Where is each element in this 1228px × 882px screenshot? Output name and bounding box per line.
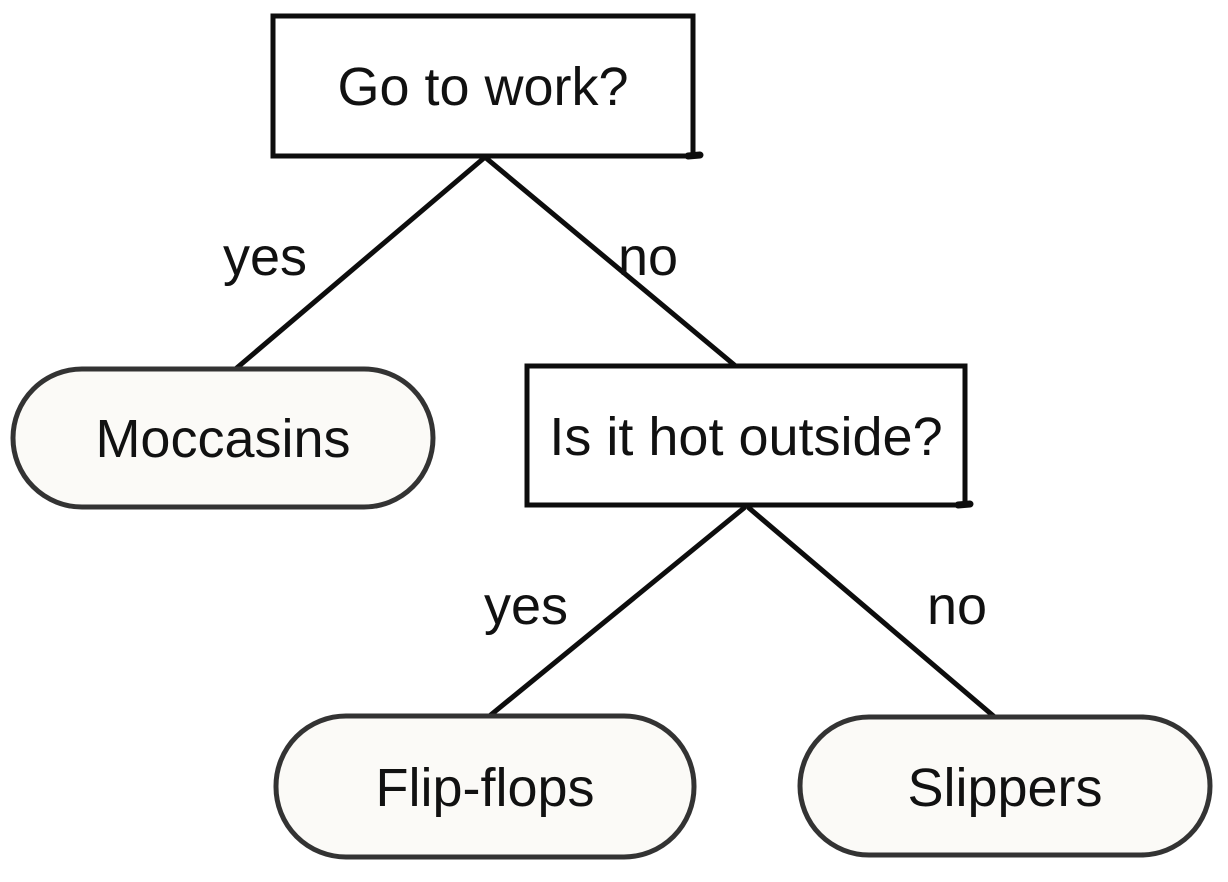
node-label-flip-flops: Flip-flops [375, 758, 594, 818]
edge-root-to-moccasins [229, 155, 487, 375]
sketch-stroke-overshoot [684, 151, 704, 160]
node-label-slippers: Slippers [907, 758, 1102, 818]
edge-label-yes-root: yes [223, 227, 307, 287]
decision-node-go-to-work [270, 13, 696, 159]
edge-label-yes-hot-outside: yes [484, 576, 568, 636]
edge-label-no-hot-outside: no [927, 576, 987, 636]
leaf-node-moccasins [10, 366, 436, 510]
node-label-go-to-work: Go to work? [337, 57, 628, 117]
sketch-stroke-overshoot [954, 500, 974, 509]
edge-root-to-hot-outside [483, 155, 741, 371]
edge-hot-outside-to-slippers [746, 505, 1000, 722]
node-label-moccasins: Moccasins [95, 409, 350, 469]
leaf-node-flip-flops [273, 713, 697, 860]
decision-node-is-it-hot-outside [524, 363, 968, 508]
leaf-node-slippers [797, 714, 1213, 858]
edge-hot-outside-to-flip-flops [484, 505, 747, 721]
edge-label-no-root: no [618, 227, 678, 287]
node-label-is-it-hot-outside: Is it hot outside? [549, 407, 942, 467]
